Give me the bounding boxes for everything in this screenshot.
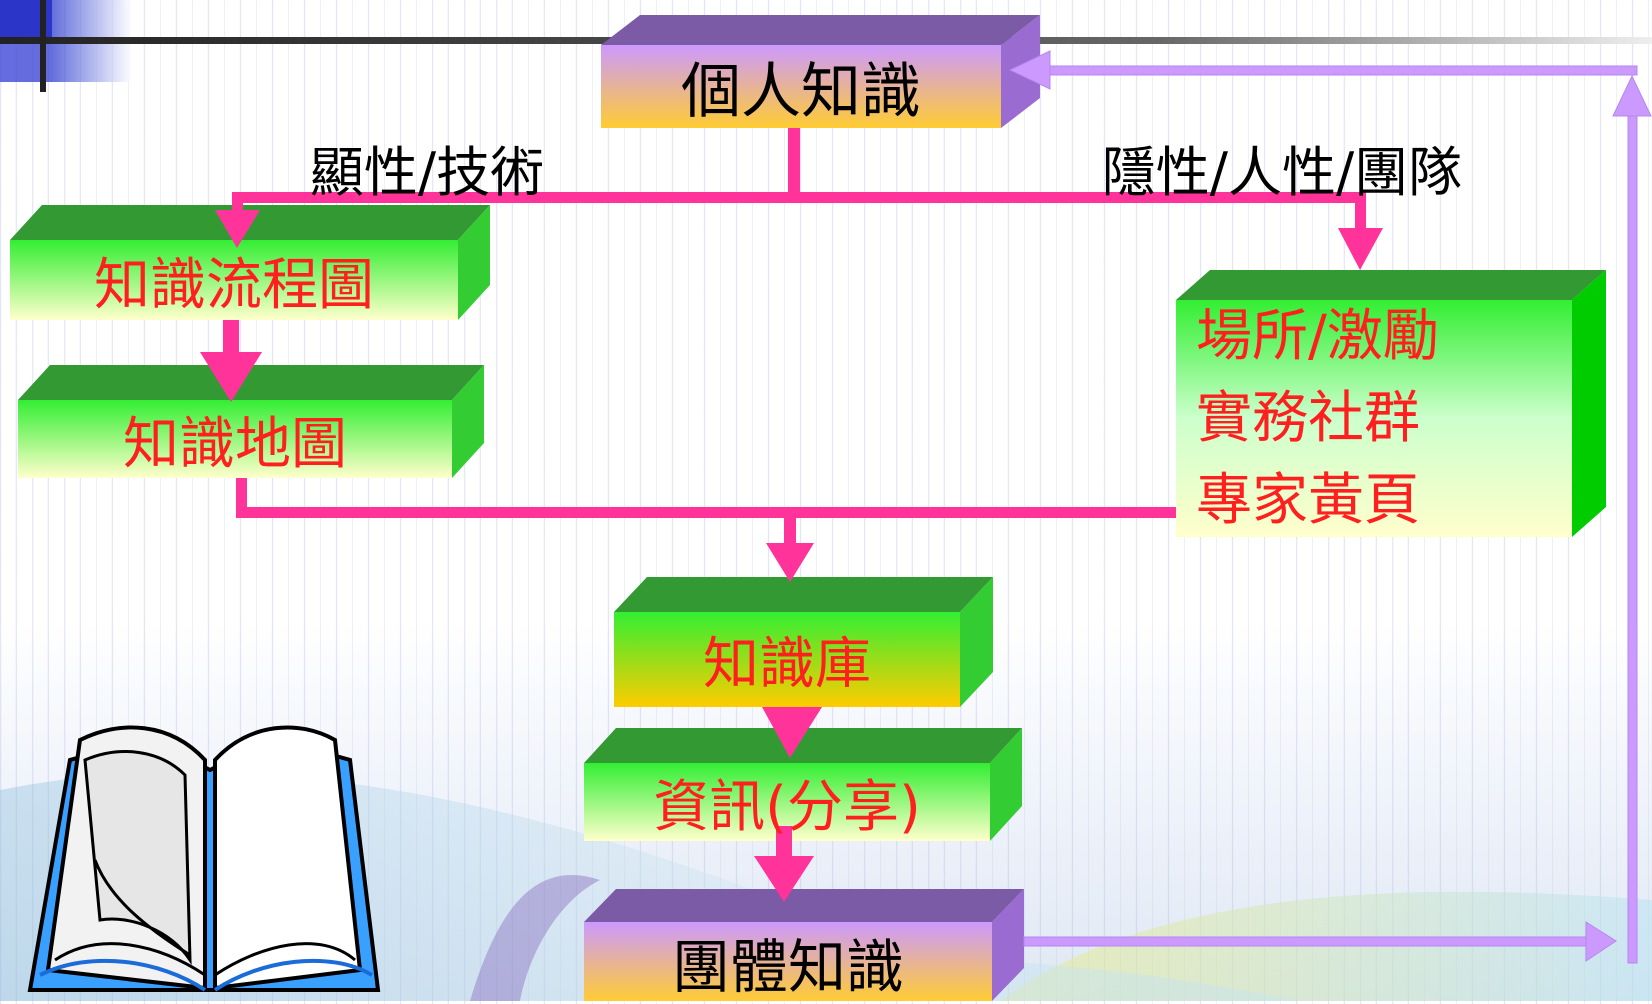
arrow-info-to-group-head xyxy=(754,856,814,902)
feedback-top-head xyxy=(1008,50,1051,90)
feedback-top-line xyxy=(1045,65,1638,76)
edge-label-tacit: 隱性/人性/團隊 xyxy=(1101,140,1463,204)
arrow-left-branch xyxy=(232,192,243,212)
arrow-collector-head xyxy=(766,543,814,582)
arrow-process-to-map-stem xyxy=(223,320,239,354)
arrow-right-head xyxy=(1338,228,1383,270)
feedback-bottom-head xyxy=(1585,921,1617,962)
edge-label-explicit: 顯性/技術 xyxy=(309,140,545,204)
node-repository-box xyxy=(614,577,993,707)
node-group-knowledge-label: 團體知識 xyxy=(671,932,904,1001)
arrow-left-head xyxy=(215,210,260,248)
node-personal-knowledge-box xyxy=(601,15,1040,128)
node-knowledge-map-label: 知識地圖 xyxy=(123,411,347,477)
arrow-info-to-group-stem xyxy=(776,826,792,858)
feedback-vertical-head xyxy=(1612,74,1652,117)
title-bar-vertical xyxy=(40,0,46,92)
node-process-map-label: 知識流程圖 xyxy=(94,252,374,318)
node-process-map-box xyxy=(10,205,490,320)
flow-arrows xyxy=(200,128,1383,902)
swoosh-purple xyxy=(470,875,600,1001)
arrow-process-to-map-head xyxy=(200,352,262,402)
arrow-collector-line xyxy=(236,507,1176,518)
node-repository-label: 知識庫 xyxy=(703,632,871,697)
arrow-right-branch xyxy=(1355,192,1366,230)
node-tacit-box xyxy=(1176,270,1606,537)
node-information-sharing-label: 資訊(分享) xyxy=(653,774,921,840)
node-tacit-line-1: 場所/激勵 xyxy=(1196,303,1439,369)
arrow-collector-stem xyxy=(784,507,796,545)
arrow-stem-personal xyxy=(788,128,800,200)
arrow-map-down xyxy=(236,478,247,518)
feedback-bottom-line xyxy=(1023,936,1587,947)
node-knowledge-map-box xyxy=(18,365,484,478)
arrow-split-line xyxy=(232,192,1366,203)
node-tacit-line-2: 實務社群 xyxy=(1196,385,1420,451)
node-personal-knowledge-label: 個人知識 xyxy=(681,57,921,127)
node-tacit-label: 場所/激勵 實務社群 專家黃頁 xyxy=(1196,300,1572,537)
feedback-vertical-line xyxy=(1627,111,1638,964)
arrow-repo-to-info-head xyxy=(762,707,822,758)
feedback-arrow xyxy=(1008,50,1652,964)
node-tacit-line-3: 專家黃頁 xyxy=(1196,467,1420,533)
node-group-knowledge-box xyxy=(584,889,1024,1001)
open-book-icon xyxy=(27,725,381,992)
